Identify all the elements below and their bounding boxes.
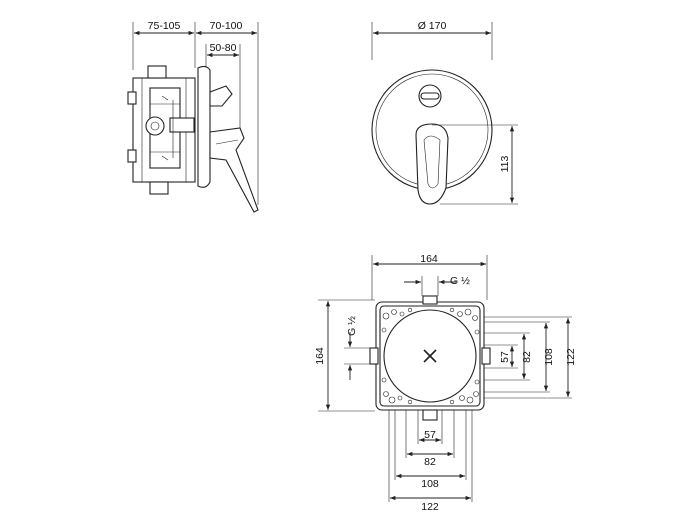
dim-label-right-108: 108 bbox=[543, 348, 555, 366]
dim-label-left-thread: G ½ bbox=[346, 316, 358, 336]
dim-label-75-105: 75-105 bbox=[148, 20, 181, 32]
dim-label-top-thread: G ½ bbox=[450, 275, 470, 287]
side-view: 75-105 70-100 50-80 bbox=[127, 20, 259, 213]
box-body bbox=[369, 295, 491, 421]
bottom-dims: 57 82 108 122 bbox=[388, 410, 473, 513]
front-view: Ø 170 113 bbox=[371, 20, 518, 205]
dim-label-113: 113 bbox=[499, 155, 511, 172]
dim-label-70-100: 70-100 bbox=[210, 20, 243, 32]
body-view: 164 G ½ 164 G ½ bbox=[314, 253, 577, 513]
dim-label-bottom-108: 108 bbox=[421, 478, 439, 490]
side-body bbox=[127, 65, 259, 213]
dim-label-bottom-82: 82 bbox=[424, 456, 436, 468]
dim-label-50-80: 50-80 bbox=[210, 42, 237, 54]
dim-label-top-164: 164 bbox=[420, 253, 438, 265]
dim-label-left-164: 164 bbox=[314, 347, 326, 365]
dim-label-right-82: 82 bbox=[521, 351, 533, 363]
dim-label-right-122: 122 bbox=[565, 348, 577, 366]
lever-handle bbox=[415, 123, 449, 205]
dim-label-diameter: Ø 170 bbox=[418, 20, 447, 32]
right-dims: 57 82 108 122 bbox=[484, 316, 577, 399]
diverter-knob bbox=[418, 84, 442, 108]
dim-label-bottom-122: 122 bbox=[421, 501, 439, 513]
dim-label-right-57: 57 bbox=[499, 351, 511, 363]
dim-label-bottom-57: 57 bbox=[424, 429, 436, 441]
